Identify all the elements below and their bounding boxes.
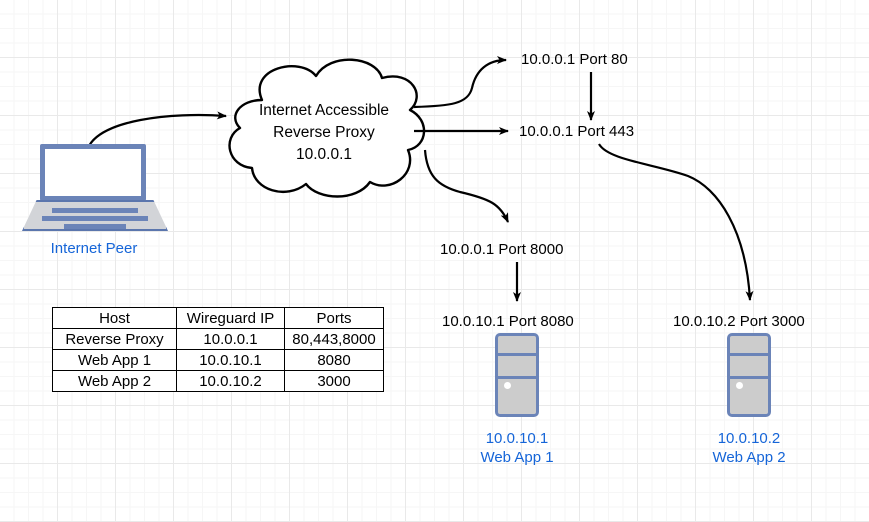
cell-host: Web App 1	[52, 349, 177, 371]
server-led-icon	[504, 382, 511, 389]
cell-ports: 3000	[284, 370, 384, 392]
cell-ports: 80,443,8000	[284, 328, 384, 350]
server-divider-top	[498, 353, 536, 356]
server-1-label: 10.0.10.1 Web App 1	[480, 430, 553, 468]
laptop-keyboard-bar-2	[42, 216, 148, 221]
server-icon-web-app-1	[495, 333, 539, 417]
cloud-line-2: Reverse Proxy	[273, 124, 375, 141]
server-led-icon	[736, 382, 743, 389]
cell-ports: 8080	[284, 349, 384, 371]
laptop-screen-icon	[40, 144, 146, 201]
laptop-keyboard-bar-1	[52, 208, 138, 213]
cell-ip: 10.0.0.1	[176, 328, 285, 350]
label-app2-target: 10.0.10.2 Port 3000	[673, 313, 805, 330]
label-port-80: 10.0.0.1 Port 80	[521, 51, 628, 68]
cell-ip: 10.0.10.2	[176, 370, 285, 392]
arrow-proxy-to-port8000	[423, 149, 510, 223]
server-2-name: Web App 2	[712, 448, 786, 466]
table-row: Web App 2 10.0.10.2 3000	[52, 370, 384, 392]
cell-host: Reverse Proxy	[52, 328, 177, 350]
reverse-proxy-cloud-label: Internet Accessible Reverse Proxy 10.0.0…	[259, 100, 389, 166]
server-2-label: 10.0.10.2 Web App 2	[712, 430, 785, 468]
label-port-443: 10.0.0.1 Port 443	[519, 123, 635, 140]
cell-ip: 10.0.10.1	[176, 349, 285, 371]
label-port-8000: 10.0.0.1 Port 8000	[440, 241, 564, 258]
cloud-line-1: Internet Accessible	[258, 102, 390, 119]
table-header-wireguard-ip: Wireguard IP	[176, 307, 285, 329]
table-header-row: Host Wireguard IP Ports	[52, 307, 384, 329]
table-header-ports: Ports	[284, 307, 384, 329]
server-1-ip: 10.0.10.1	[485, 430, 549, 447]
table-row: Web App 1 10.0.10.1 8080	[52, 349, 384, 371]
table-header-host: Host	[52, 307, 177, 329]
server-divider-bottom	[498, 376, 536, 379]
server-1-name: Web App 1	[480, 448, 554, 466]
arrow-proxy-to-port80	[413, 56, 507, 109]
server-divider-bottom	[730, 376, 768, 379]
server-icon-web-app-2	[727, 333, 771, 417]
host-table: Host Wireguard IP Ports Reverse Proxy 10…	[52, 307, 384, 392]
server-divider-top	[730, 353, 768, 356]
server-2-ip: 10.0.10.2	[717, 430, 781, 447]
laptop-label: Internet Peer	[50, 240, 138, 257]
laptop-trackpad-bar	[64, 224, 126, 229]
cell-host: Web App 2	[52, 370, 177, 392]
arrow-port443-to-app2	[598, 143, 754, 301]
cloud-line-3: 10.0.0.1	[295, 146, 353, 163]
table-row: Reverse Proxy 10.0.0.1 80,443,8000	[52, 328, 384, 350]
label-app1-target: 10.0.10.1 Port 8080	[442, 313, 574, 330]
